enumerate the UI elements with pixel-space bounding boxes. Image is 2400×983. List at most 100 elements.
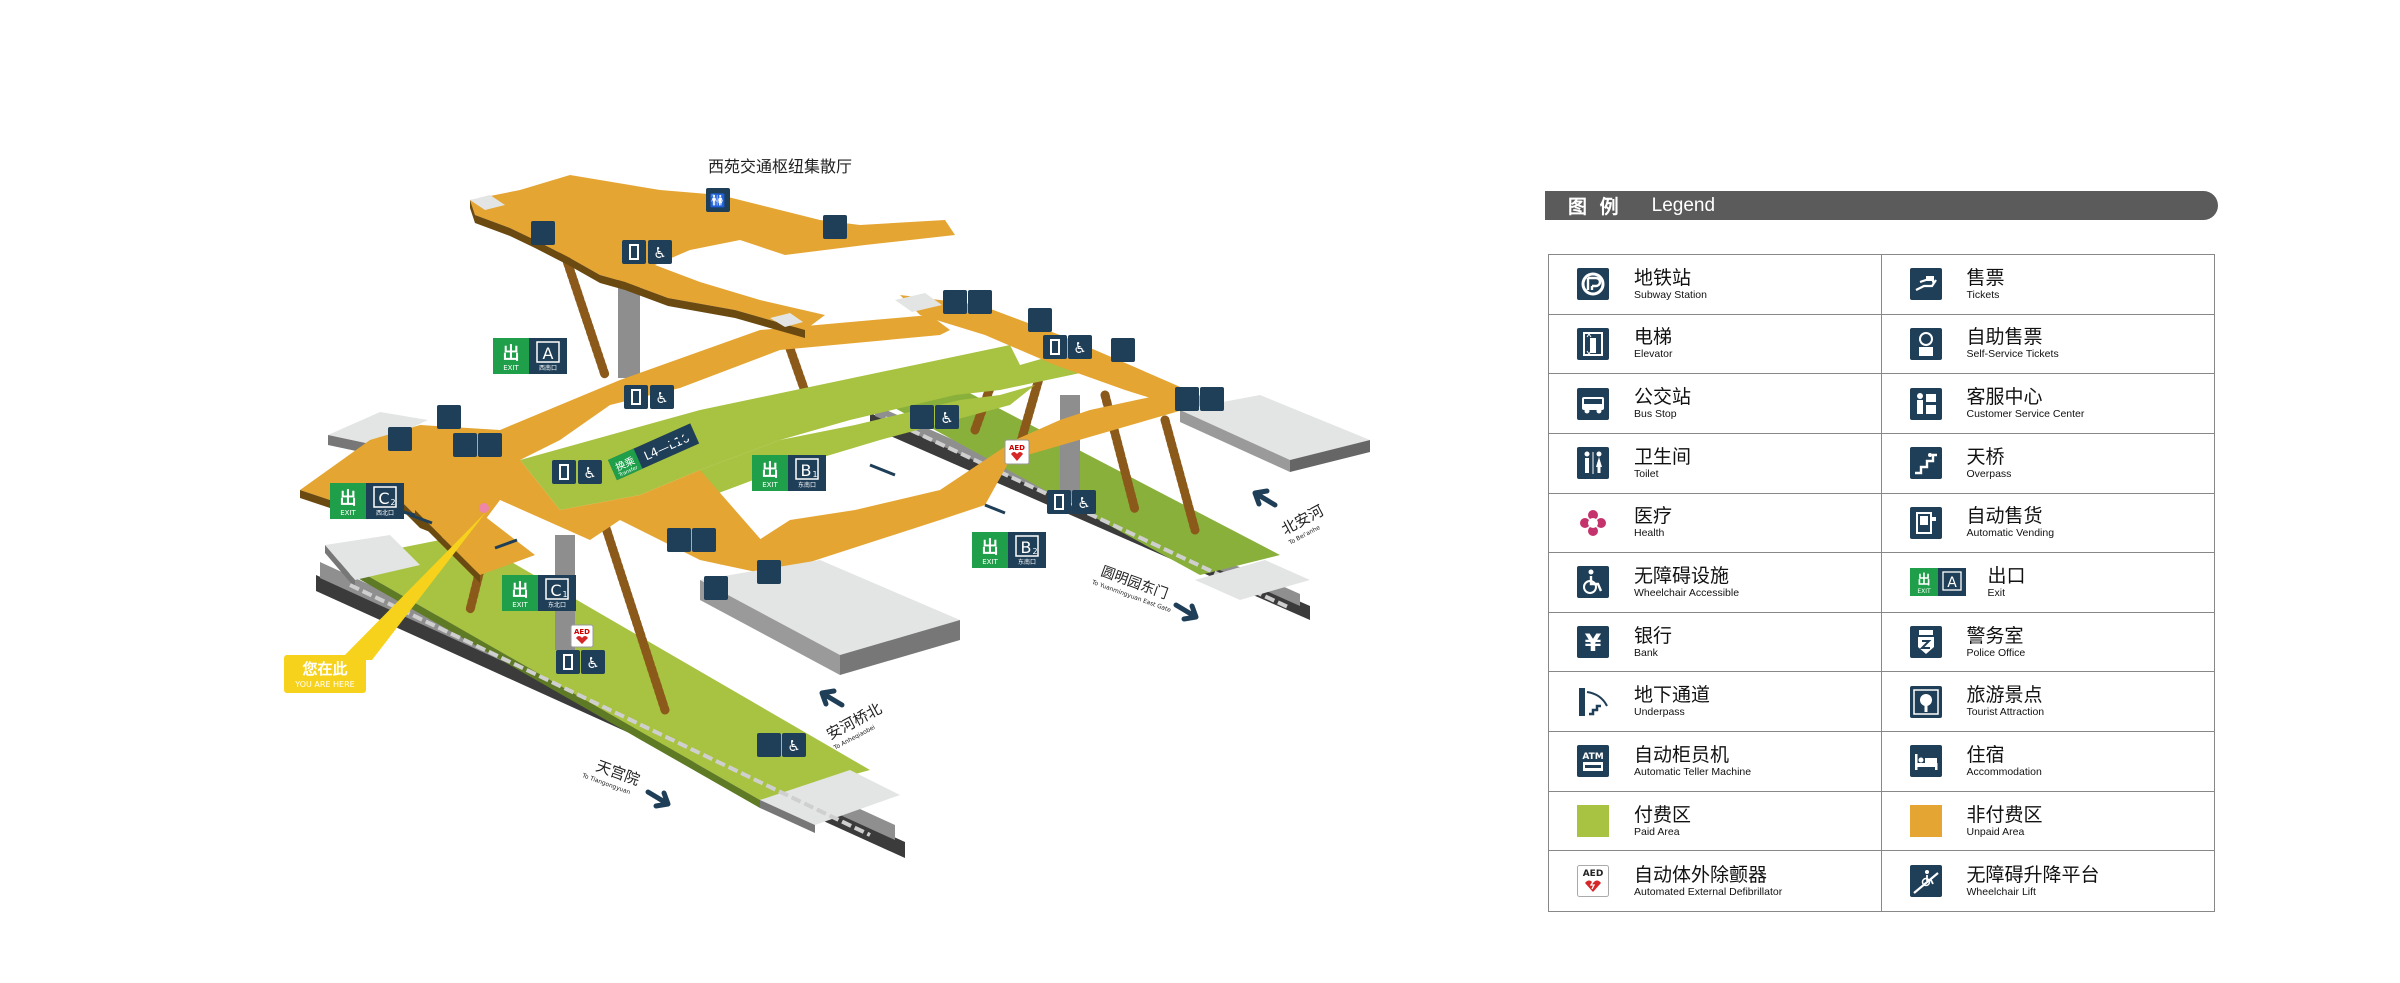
unpaid-area-concourse <box>300 315 1200 575</box>
underpass-icon <box>1577 686 1609 718</box>
elevator-icon <box>1577 327 1609 360</box>
tickets-icon <box>968 290 992 314</box>
tickets-icon <box>1200 387 1224 411</box>
overpass-icon <box>1909 447 1942 480</box>
toilet-icon: 🚻 <box>706 188 730 212</box>
platform-end-bottom <box>760 770 900 825</box>
paid-area-swatch <box>1577 805 1609 838</box>
svg-text:♿: ♿ <box>787 737 800 755</box>
legend-title-en: Legend <box>1651 194 1716 216</box>
aed-icon: AED <box>570 624 594 648</box>
paid-area-concourse <box>520 345 1085 510</box>
svg-text:¥: ¥ <box>1585 629 1602 657</box>
station-map: 🚻 ♿ ♿ ♿ ♿ ♿ ♿ ♿ ♿ AED <box>284 157 1370 858</box>
direction-yuanmingyuan: 圆明园东门 To Yuanmingyuan East Gate <box>1090 564 1199 622</box>
vending-icon <box>1909 506 1942 539</box>
exit-sign-a: 出 EXIT A 西南口 <box>493 338 567 374</box>
direction-beianhe: 北安河 To Bei'anhe <box>1252 488 1327 547</box>
toilet-icon <box>667 528 691 552</box>
svg-text:C: C <box>378 489 389 508</box>
toilet-icon <box>910 405 934 429</box>
svg-text:EXIT: EXIT <box>762 481 778 489</box>
tickets-icon <box>692 528 716 552</box>
svg-text:AED: AED <box>1009 444 1025 452</box>
svg-text:EXIT: EXIT <box>512 601 528 609</box>
svg-text:♿: ♿ <box>653 244 666 262</box>
tourist-icon <box>1909 685 1942 718</box>
elevator-icon <box>622 240 646 264</box>
svg-text:♿: ♿ <box>583 464 596 482</box>
elevator-icon <box>1047 490 1071 514</box>
toilet-icon <box>757 733 781 757</box>
elevator-icon <box>552 460 576 484</box>
svg-text:出: 出 <box>340 488 357 509</box>
self-service-tickets-icon <box>704 576 728 600</box>
police-icon <box>437 405 461 429</box>
tickets-icon <box>1909 268 1942 301</box>
toilet-icon <box>531 221 555 245</box>
wheelchair-icon: ♿ <box>1072 490 1096 514</box>
concourse-slab-right <box>1180 395 1370 460</box>
accommodation-icon <box>1909 745 1942 778</box>
police-icon <box>1111 338 1135 362</box>
you-are-here-marker: 您在此 YOU ARE HERE <box>284 503 489 693</box>
svg-text:EXIT: EXIT <box>503 364 519 372</box>
exit-sign-b2: 出 EXIT B 2 东南口 <box>972 532 1046 568</box>
svg-text:2: 2 <box>1032 547 1037 556</box>
customer-service-icon <box>757 560 781 584</box>
svg-text:出: 出 <box>762 460 779 481</box>
svg-text:EXIT: EXIT <box>340 509 356 517</box>
svg-text:C: C <box>550 581 561 600</box>
wheelchair-icon: ♿ <box>935 405 959 429</box>
svg-text:ATM: ATM <box>1582 752 1603 762</box>
toilet-icon <box>943 290 967 314</box>
police-icon <box>1028 308 1052 332</box>
bank-icon: ¥ <box>1577 626 1609 659</box>
tickets-icon <box>478 433 502 457</box>
platform-end-left <box>325 535 420 580</box>
svg-text:♿: ♿ <box>586 654 599 672</box>
svg-text:EXIT: EXIT <box>1917 588 1931 595</box>
unpaid-area-swatch <box>1909 805 1942 838</box>
subway-icon <box>1577 268 1609 301</box>
svg-text:AED: AED <box>1583 869 1604 879</box>
upper-level <box>470 175 955 338</box>
svg-text:A: A <box>543 344 554 363</box>
toilet-icon <box>1175 387 1199 411</box>
svg-text:🚻: 🚻 <box>710 193 726 209</box>
hall-title: 西苑交通枢纽集散厅 <box>708 157 852 176</box>
self-service-tickets-icon <box>388 427 412 451</box>
wheelchair-icon <box>1577 566 1609 599</box>
svg-text:您在此: 您在此 <box>301 660 347 678</box>
toilet-icon <box>823 215 847 239</box>
aed-icon: AED <box>1004 439 1030 465</box>
elevator-icon <box>624 385 648 409</box>
wheelchair-icon: ♿ <box>650 385 674 409</box>
direction-tiangongyuan: 天宫院 To Tiangongyuan <box>580 757 671 809</box>
wheelchair-icon: ♿ <box>578 460 602 484</box>
svg-text:♿: ♿ <box>655 389 668 407</box>
elevator-icon <box>556 650 580 674</box>
direction-anheqiaobei: 安河桥北 To Anheqiaobei <box>819 688 885 752</box>
map-icons: 🚻 ♿ ♿ ♿ ♿ ♿ ♿ ♿ ♿ AED <box>388 188 1224 757</box>
toilet-icon <box>453 433 477 457</box>
svg-text:2: 2 <box>390 498 395 507</box>
svg-text:出: 出 <box>512 580 529 601</box>
svg-text:西南口: 西南口 <box>539 364 557 372</box>
